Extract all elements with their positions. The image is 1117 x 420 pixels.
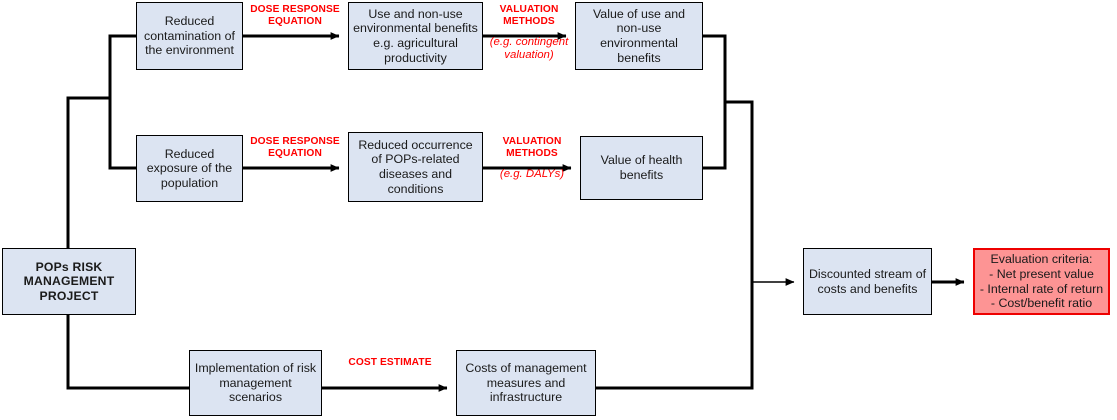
node-reduced-contamination[interactable]: Reduced contamination of the environment [136,2,243,70]
node-value-environmental-benefits-label: Value of use and non-use environmental b… [592,6,686,65]
node-costs-management-label: Costs of management measures and infrast… [465,361,587,405]
edge-label-dose-response-top: DOSE RESPONSE EQUATION [250,4,340,27]
edge-label-contingent-valuation: (e.g. contingent valuation) [489,36,569,61]
node-use-nonuse-benefits[interactable]: Use and non-use environmental benefits e… [348,2,483,70]
node-value-health-benefits[interactable]: Value of health benefits [580,136,703,200]
node-reduced-contamination-label: Reduced contamination of the environment [144,14,235,58]
node-evaluation-criteria[interactable]: Evaluation criteria: - Net present value… [973,248,1110,315]
node-costs-management[interactable]: Costs of management measures and infrast… [456,350,596,416]
node-value-health-benefits-label: Value of health benefits [600,153,683,182]
wire-project-to-implementation [66,282,189,390]
node-pops-project-label: POPs RISK MANAGEMENT PROJECT [23,259,115,303]
edge-label-dalys: (e.g. DALYs) [499,168,565,180]
node-implementation-scenarios[interactable]: Implementation of risk management scenar… [189,350,322,416]
node-reduced-occurrence[interactable]: Reduced occurrence of POPs-related disea… [348,132,483,202]
node-pops-project[interactable]: POPs RISK MANAGEMENT PROJECT [2,248,136,315]
node-reduced-exposure-label: Reduced exposure of the population [146,146,233,190]
wire-project-to-contamination [66,34,136,282]
node-discounted-stream[interactable]: Discounted stream of costs and benefits [803,248,932,315]
node-evaluation-criteria-label: Evaluation criteria: - Net present value… [979,252,1104,311]
wire-values-join [703,34,727,170]
edge-label-valuation-methods-mid: VALUATION METHODS [502,136,562,159]
edge-label-valuation-methods-top: VALUATION METHODS [499,4,559,27]
node-value-environmental-benefits[interactable]: Value of use and non-use environmental b… [575,2,703,70]
wire-right-trunk [596,100,754,390]
wire-project-to-exposure [108,98,136,170]
node-discounted-stream-label: Discounted stream of costs and benefits [808,266,927,296]
edge-label-dose-response-mid: DOSE RESPONSE EQUATION [250,136,340,159]
node-implementation-scenarios-label: Implementation of risk management scenar… [194,361,317,405]
edge-label-cost-estimate: COST ESTIMATE [348,357,432,368]
node-use-nonuse-benefits-label: Use and non-use environmental benefits e… [353,6,478,65]
node-reduced-occurrence-label: Reduced occurrence of POPs-related disea… [358,137,473,196]
node-reduced-exposure[interactable]: Reduced exposure of the population [136,135,243,202]
